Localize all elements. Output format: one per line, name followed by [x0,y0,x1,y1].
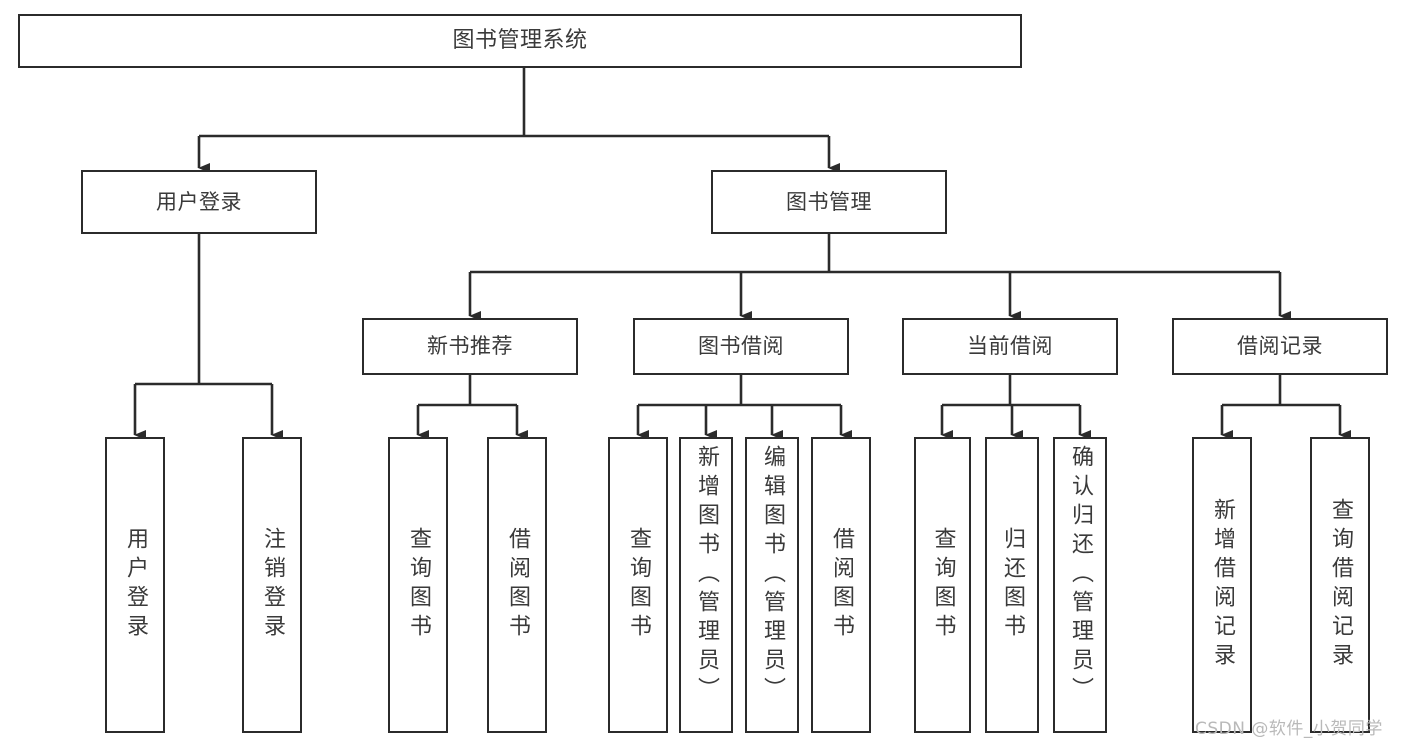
node-label: 新增借阅记录 [1210,498,1235,672]
node-level1-0: 用户登录 [81,170,317,234]
node-level1-1: 图书管理 [711,170,947,234]
node-label: 新增图书（管理员） [694,445,719,706]
node-label: 归还图书 [1000,527,1025,643]
node-leaf-1: 注销登录 [242,437,302,733]
node-level2-3: 借阅记录 [1172,318,1388,375]
node-label: 图书借阅 [698,334,784,359]
node-leaf-5: 新增图书（管理员） [679,437,733,733]
node-label: 借阅记录 [1237,334,1323,359]
node-label: 查询图书 [930,527,956,643]
node-label: 确认归还（管理员） [1068,445,1093,706]
node-label: 借阅图书 [505,527,530,643]
csdn-watermark: CSDN @软件_小贺同学 [1195,719,1383,739]
node-leaf-12: 查询借阅记录 [1310,437,1370,733]
node-label: 用户登录 [156,189,242,214]
node-label: 编辑图书（管理员） [760,445,785,706]
node-leaf-10: 确认归还（管理员） [1053,437,1107,733]
node-leaf-6: 编辑图书（管理员） [745,437,799,733]
node-level2-1: 图书借阅 [633,318,849,375]
node-leaf-11: 新增借阅记录 [1192,437,1252,733]
node-label: 查询借阅记录 [1328,498,1353,672]
node-label: 图书管理 [786,189,872,214]
node-leaf-8: 查询图书 [914,437,971,733]
node-leaf-0: 用户登录 [105,437,165,733]
node-label: 新书推荐 [427,334,513,359]
node-label: 查询图书 [626,527,651,643]
node-leaf-3: 借阅图书 [487,437,547,733]
node-label: 当前借阅 [967,334,1053,359]
node-leaf-9: 归还图书 [985,437,1039,733]
node-label: 图书管理系统 [452,28,588,54]
node-leaf-2: 查询图书 [388,437,448,733]
node-label: 注销登录 [260,527,285,643]
node-level2-2: 当前借阅 [902,318,1118,375]
node-label: 查询图书 [406,527,431,643]
node-leaf-7: 借阅图书 [811,437,871,733]
node-label: 借阅图书 [829,527,854,643]
node-label: 用户登录 [123,527,148,643]
node-leaf-4: 查询图书 [608,437,668,733]
node-root: 图书管理系统 [18,14,1022,68]
node-level2-0: 新书推荐 [362,318,578,375]
